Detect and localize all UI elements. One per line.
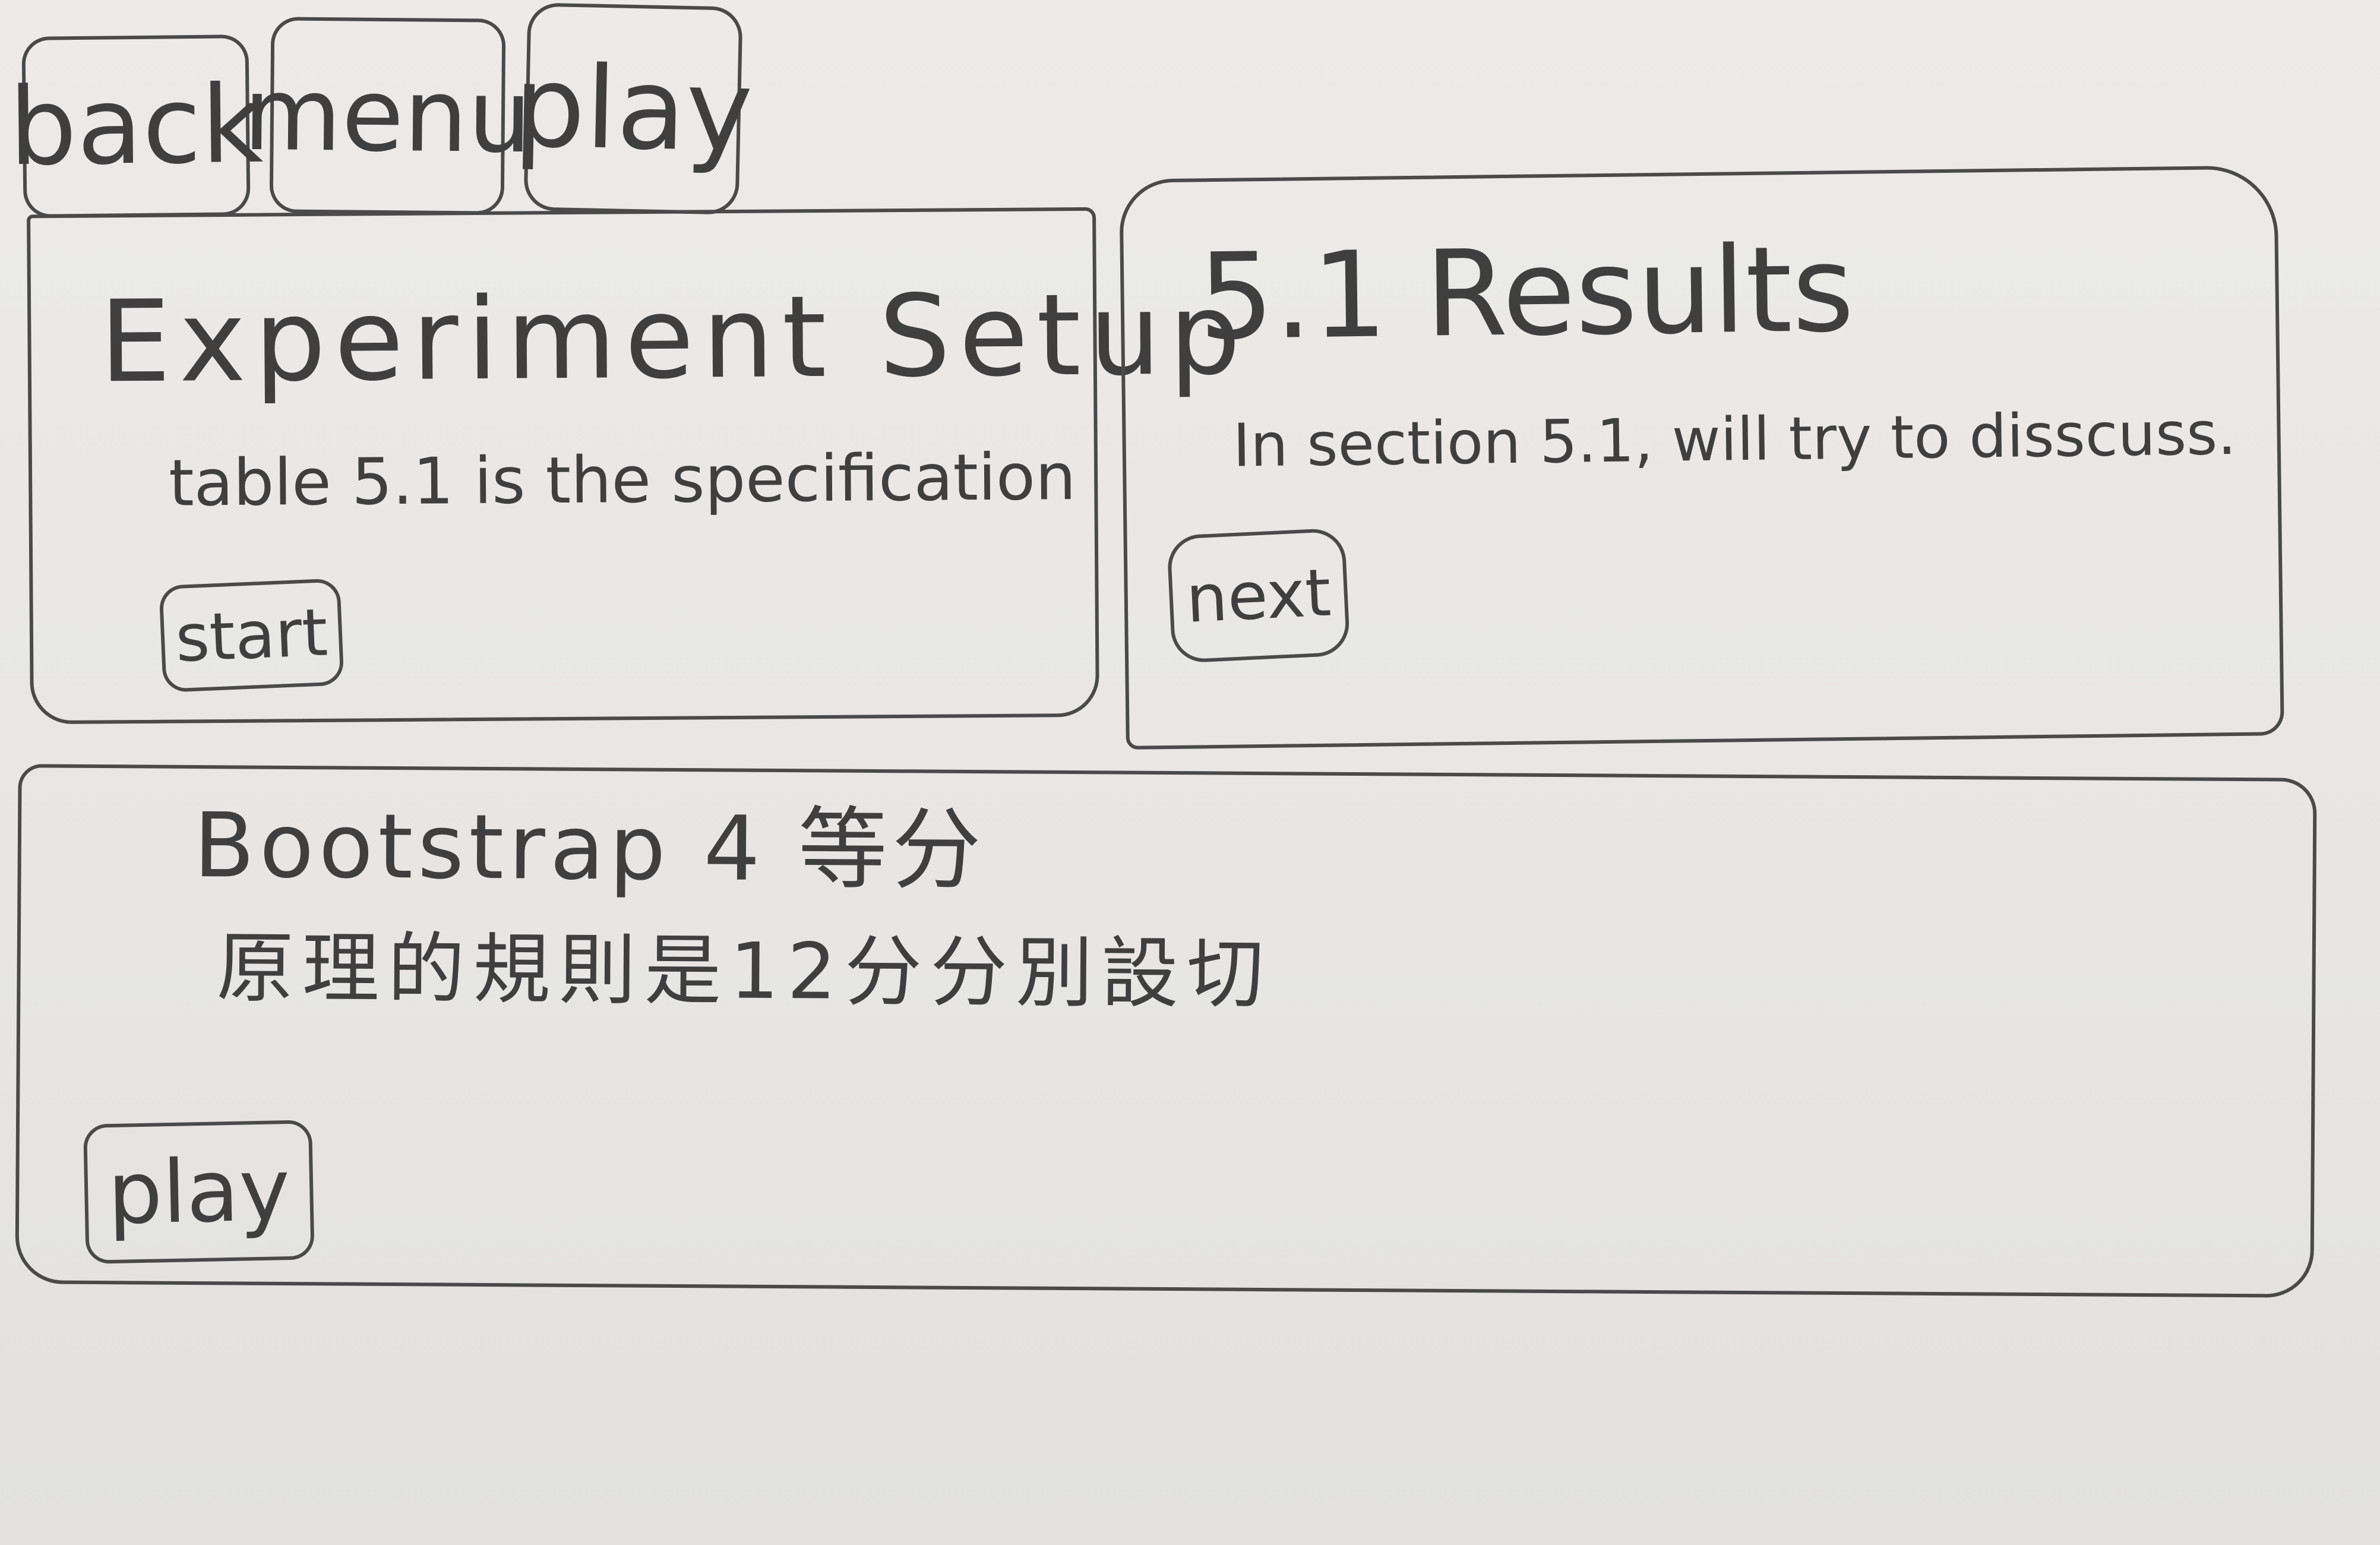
- play-button[interactable]: play: [513, 2, 754, 215]
- back-button[interactable]: back: [8, 34, 264, 218]
- next-button[interactable]: next: [1166, 527, 1351, 664]
- menu-button[interactable]: menu: [243, 17, 532, 215]
- bootstrap-play-button[interactable]: play: [83, 1120, 315, 1264]
- results-panel: 5.1 Results In section 5.1, will try to …: [1119, 165, 2284, 750]
- experiment-setup-description: table 5.1 is the specification: [168, 440, 1076, 521]
- start-button[interactable]: start: [159, 578, 344, 693]
- bootstrap-description: 原理的規則是12分分別設切: [216, 922, 1273, 1020]
- experiment-setup-panel: Experiment Setup table 5.1 is the specif…: [27, 207, 1249, 725]
- results-description: In section 5.1, will try to disscuss.: [1232, 399, 2237, 481]
- results-title: 5.1 Results: [1197, 220, 1855, 367]
- bootstrap-panel: Bootstrap 4 等分 原理的規則是12分分別設切 play: [15, 764, 2317, 1298]
- experiment-setup-title: Experiment Setup: [99, 268, 1250, 408]
- bootstrap-title: Bootstrap 4 等分: [193, 794, 987, 903]
